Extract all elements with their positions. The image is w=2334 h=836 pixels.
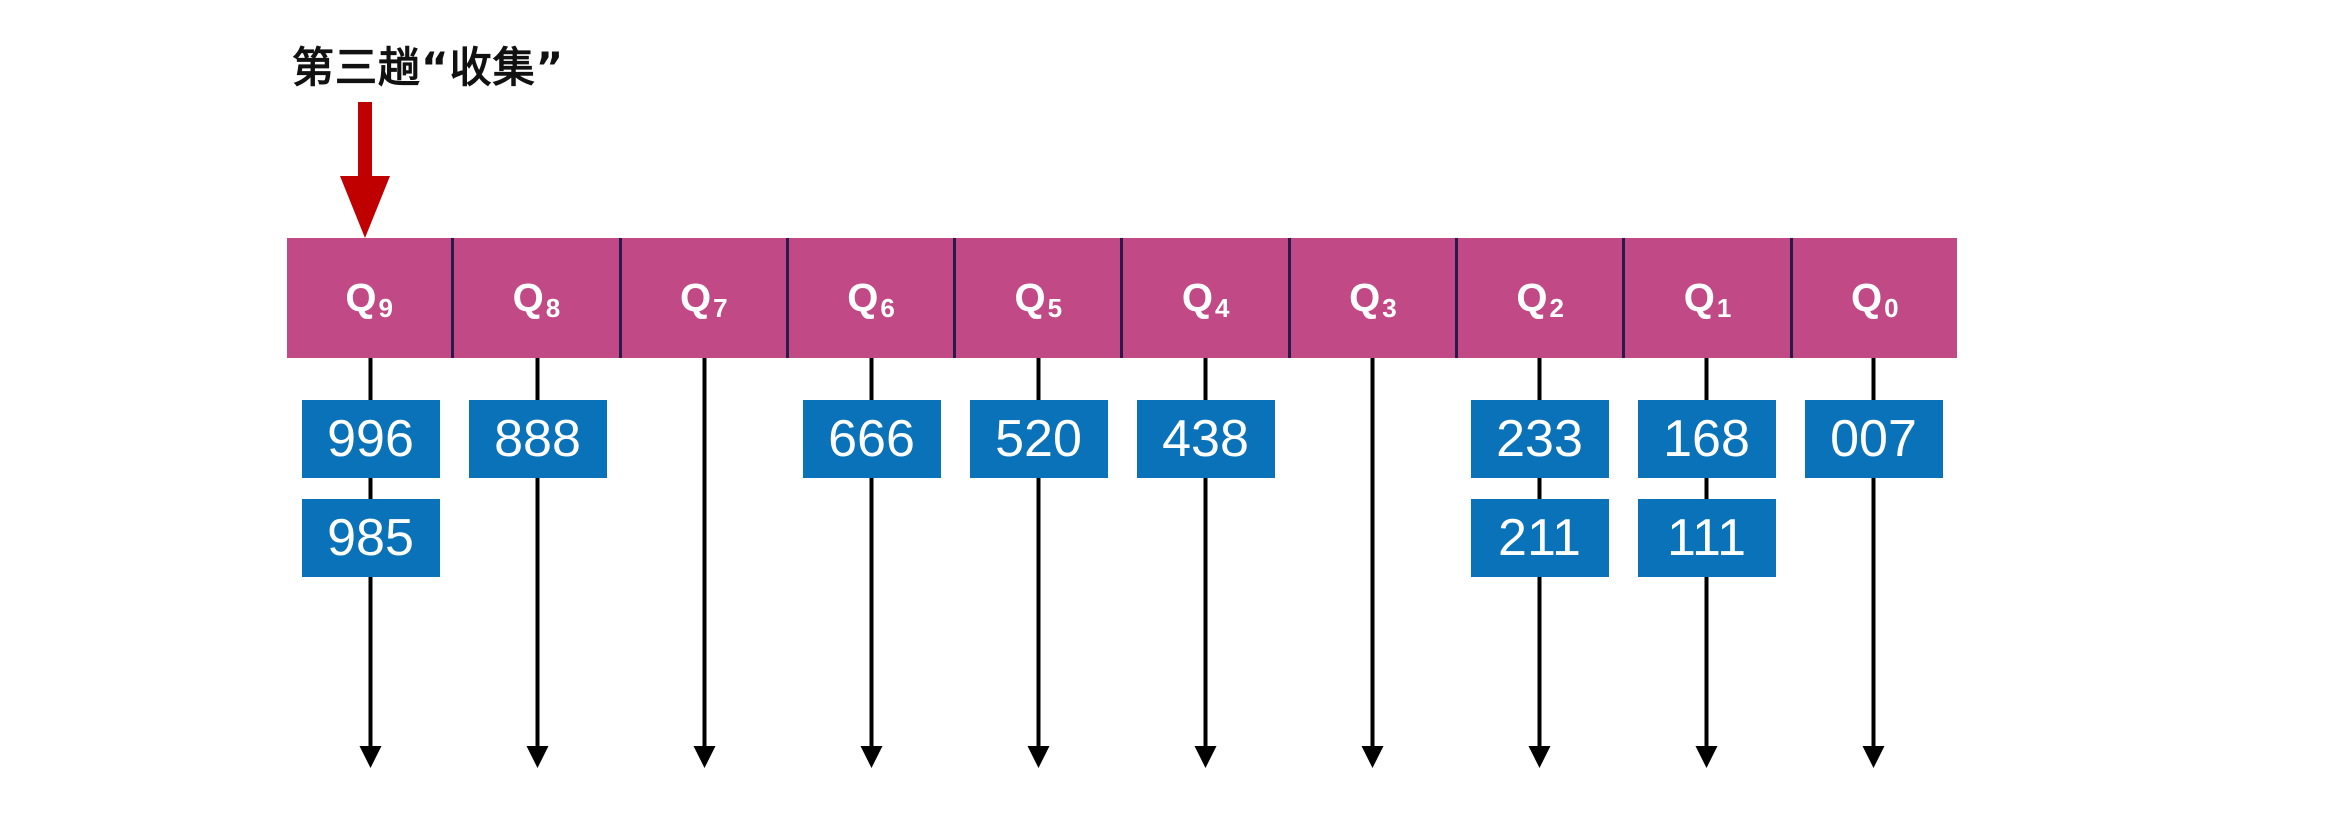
- queue-subscript: 0: [1884, 292, 1899, 323]
- queue-arrow-head-q1: [1695, 746, 1718, 768]
- queue-label: Q: [679, 275, 712, 320]
- queue-subscript: 2: [1549, 292, 1565, 323]
- queue-item-box: 996: [301, 400, 440, 478]
- queue-item-box: 168: [1637, 400, 1776, 478]
- queue-arrow-head-q6: [860, 746, 883, 768]
- queue-arrow-head-q9: [359, 746, 382, 768]
- queue-label: Q: [1349, 275, 1381, 320]
- queue-item-box: 211: [1470, 499, 1609, 577]
- queue-subscript: 4: [1214, 292, 1230, 323]
- queue-arrow-head-q4: [1194, 746, 1217, 768]
- queue-arrow-head-q7: [693, 746, 716, 768]
- queue-label: Q: [1014, 275, 1046, 320]
- queue-arrow-head-q0: [1862, 746, 1885, 768]
- queue-label: Q: [1516, 275, 1548, 320]
- queue-item-box: 233: [1470, 400, 1609, 478]
- queue-arrow-head-q2: [1528, 746, 1551, 768]
- queue-subscript: 9: [378, 292, 393, 323]
- queue-item-box: 111: [1637, 499, 1776, 577]
- queue-subscript: 5: [1047, 292, 1063, 323]
- queue-arrow-head-q8: [526, 746, 549, 768]
- queue-subscript: 6: [880, 292, 895, 323]
- queue-label: Q: [1683, 275, 1715, 320]
- queue-item-box: 985: [301, 499, 440, 577]
- queue-arrow-head-q5: [1027, 746, 1050, 768]
- queue-item-box: 888: [468, 400, 607, 478]
- queue-item-box: 007: [1804, 400, 1943, 478]
- collect-pointer-arrow: [340, 102, 390, 238]
- queue-subscript: 1: [1716, 292, 1732, 323]
- queue-subscript: 8: [545, 292, 561, 323]
- queue-item-box: 438: [1136, 400, 1275, 478]
- queue-label: Q: [345, 275, 377, 320]
- queue-item-box: 666: [802, 400, 941, 478]
- queue-label: Q: [1181, 275, 1213, 320]
- queue-item-box: 520: [969, 400, 1108, 478]
- queue-label: Q: [847, 275, 879, 320]
- queue-label: Q: [512, 275, 544, 320]
- queue-label: Q: [1851, 275, 1883, 320]
- queue-subscript: 7: [713, 292, 728, 323]
- step-title: 第三趟“收集”: [292, 43, 565, 92]
- queue-arrow-head-q3: [1361, 746, 1384, 768]
- queue-subscript: 3: [1382, 292, 1397, 323]
